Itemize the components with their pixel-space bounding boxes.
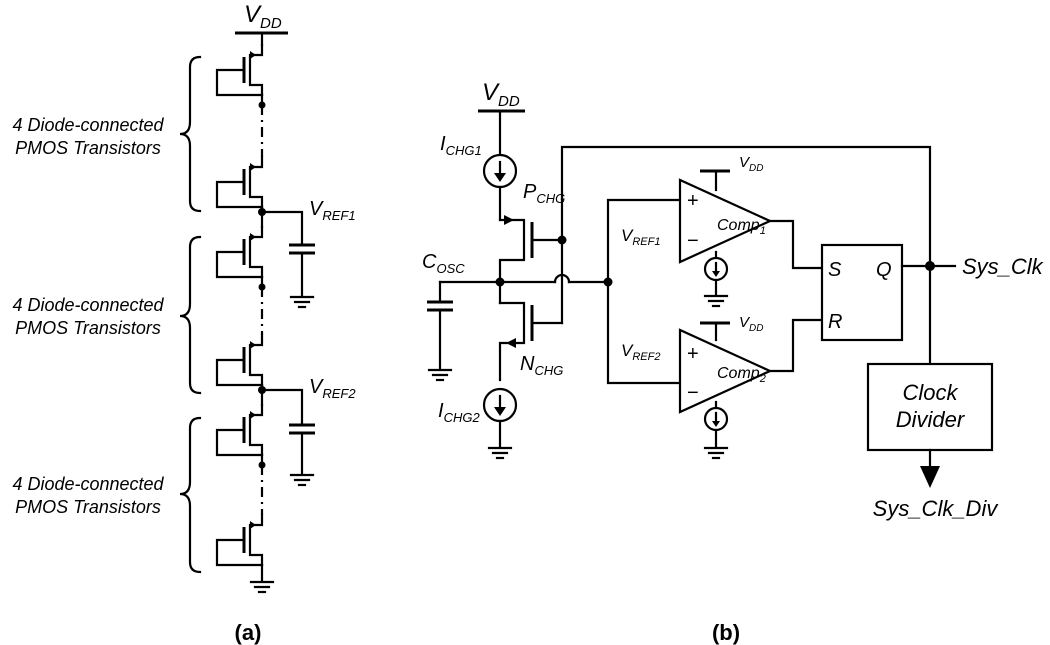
nchg-label: NCHG [520,353,563,378]
divider-line1: Clock [902,380,958,405]
group-2-line2: PMOS Transistors [15,318,161,338]
vref1-node [260,210,304,247]
vref2-label-left: VREF2 [309,376,356,401]
divider-output-arrow [920,466,940,488]
comp2-bias-source [703,406,729,432]
comp2-minus-wire [606,280,682,385]
brace-group-2 [179,235,202,395]
cosc-capacitor [425,300,455,312]
group-1-line2: PMOS Transistors [15,138,161,158]
vref1-label-left: VREF1 [309,198,356,223]
comp2-vref-label: VREF2 [621,341,660,363]
sr-latch [820,243,904,342]
comp1-vdd-label: VDD [739,154,763,174]
reference-ladder: VDD VREF1 VREF2 [12,1,356,645]
latch-r-label: R [828,311,842,333]
comp1-bias-source [703,256,729,282]
comp1-plus: + [687,190,699,212]
comp2-plus: + [687,343,699,365]
comp2-minus: − [687,382,699,404]
ichg1-source [482,153,518,189]
group-1-line1: 4 Diode-connected [12,115,164,135]
ichg1-label: ICHG1 [440,133,482,158]
sys-clk-label: Sys_Clk [962,254,1044,279]
sys-clk-div-label: Sys_Clk_Div [873,496,1000,521]
comp2-label: Comp2 [717,365,766,385]
caption-b: (b) [712,620,740,645]
feedback-wire [560,145,932,267]
vdd-label-left: VDD [244,1,282,32]
latch-q-label: Q [876,259,892,281]
caption-a: (a) [235,620,262,645]
reset-wire [768,318,824,373]
comp1-label: Comp1 [717,217,766,237]
clock-divider-block [866,362,994,452]
pchg-transistor [498,218,526,284]
comp1-minus: − [687,230,699,252]
relaxation-oscillator: VDD ICHG1 PCHG NCHG COSC [422,79,1044,645]
group-3-line2: PMOS Transistors [15,497,161,517]
divider-line2: Divider [896,407,966,432]
comp1-triangle [678,178,773,264]
group-2-line1: 4 Diode-connected [12,295,164,315]
latch-s-label: S [828,259,842,281]
cosc-label: COSC [422,251,465,276]
brace-group-3 [179,416,202,574]
vdd-label-right: VDD [482,79,520,110]
set-wire [768,219,824,270]
ichg2-label: ICHG2 [438,400,480,425]
pchg-label: PCHG [523,181,565,206]
vref2-node [260,388,304,427]
nchg-transistor [498,301,526,382]
comp2-vdd-label: VDD [739,314,763,334]
brace-group-1 [179,55,202,213]
comp1-vref-label: VREF1 [621,226,660,248]
comp1-plus-wire [606,198,682,284]
comp2-triangle [678,328,773,414]
ichg2-source [482,387,518,423]
group-3-line1: 4 Diode-connected [12,474,164,494]
